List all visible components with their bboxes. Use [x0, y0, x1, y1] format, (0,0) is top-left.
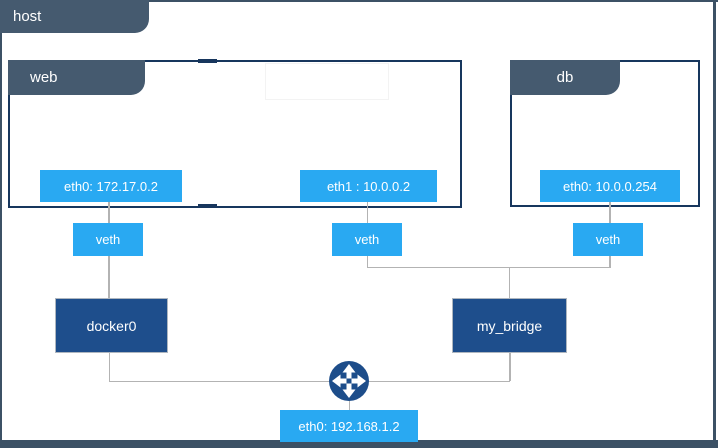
web-border-artifact-top: [198, 59, 217, 63]
veth-middle-label: veth: [354, 232, 380, 247]
line-mybridge-down: [509, 353, 511, 381]
veth-middle: veth: [332, 223, 402, 256]
line-down-to-mybridge: [508, 267, 510, 298]
host-frame-left-border: [0, 0, 2, 448]
bridge-my-bridge: my_bridge: [452, 298, 567, 353]
line-veths-to-mybridge-horizontal: [366, 266, 611, 268]
bridge-docker0: docker0: [55, 298, 168, 353]
bridge-my-bridge-label: my_bridge: [476, 317, 543, 334]
veth-left-label: veth: [95, 232, 121, 247]
host-label-tab: host: [0, 0, 149, 33]
host-label: host: [13, 8, 42, 25]
host-frame-right-border: [713, 0, 716, 448]
interface-web-eth1: eth1 : 10.0.0.2: [300, 170, 437, 202]
container-db-label: db: [556, 69, 574, 86]
interface-web-eth1-label: eth1 : 10.0.0.2: [326, 178, 411, 194]
container-web-tab: web: [8, 60, 145, 95]
host-frame-bottom-border: [0, 440, 718, 448]
veth-right-label: veth: [595, 232, 621, 247]
line-web-eth0-to-veth: [108, 202, 110, 223]
container-db-tab: db: [510, 60, 620, 95]
line-docker0-down: [108, 353, 110, 381]
interface-db-eth0-label: eth0: 10.0.0.254: [563, 178, 657, 194]
veth-right: veth: [573, 223, 643, 256]
line-veth-mid-down: [366, 256, 368, 267]
veth-left: veth: [73, 223, 143, 256]
line-veth-to-docker0: [108, 256, 110, 298]
interface-web-eth0-label: eth0: 172.17.0.2: [64, 178, 158, 194]
line-bridges-to-router-horizontal: [109, 380, 510, 382]
router-icon: [328, 360, 370, 402]
web-border-artifact-bottom: [198, 204, 217, 208]
blank-shape: [265, 63, 389, 100]
bridge-docker0-label: docker0: [86, 317, 137, 334]
interface-web-eth0: eth0: 172.17.0.2: [40, 170, 182, 202]
interface-host-eth0: eth0: 192.168.1.2: [280, 410, 418, 442]
interface-host-eth0-label: eth0: 192.168.1.2: [298, 418, 400, 434]
line-db-eth0-to-veth: [609, 202, 611, 223]
line-veth-right-down: [609, 256, 611, 267]
line-router-to-host-eth0: [348, 399, 350, 411]
line-web-eth1-to-veth: [366, 202, 368, 223]
interface-db-eth0: eth0: 10.0.0.254: [540, 170, 680, 202]
container-web-label: web: [30, 69, 58, 86]
host-frame-top-border: [0, 0, 718, 2]
